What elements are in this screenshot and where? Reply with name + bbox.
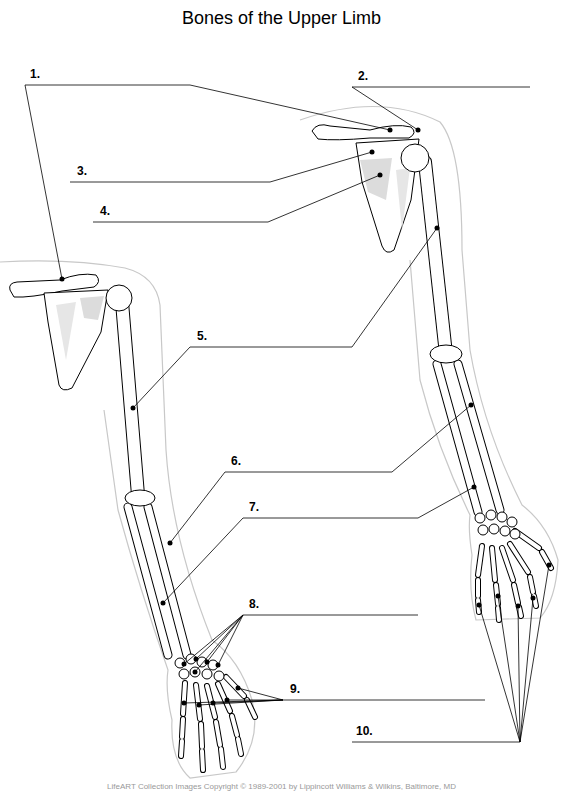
callout-number: 1. <box>30 67 40 81</box>
callout-number: 4. <box>100 204 110 218</box>
callout-number: 9. <box>290 682 300 696</box>
callout-number: 2. <box>358 69 368 83</box>
callout-number: 3. <box>77 164 87 178</box>
callout-number: 7. <box>249 500 259 514</box>
diagram-title: Bones of the Upper Limb <box>0 8 563 29</box>
copyright-note: LifeART Collection Images Copyright © 19… <box>0 782 563 791</box>
callout-number: 10. <box>356 724 373 738</box>
callout-number: 8. <box>249 597 259 611</box>
callout-number: 5. <box>197 329 207 343</box>
callout-number: 6. <box>231 454 241 468</box>
